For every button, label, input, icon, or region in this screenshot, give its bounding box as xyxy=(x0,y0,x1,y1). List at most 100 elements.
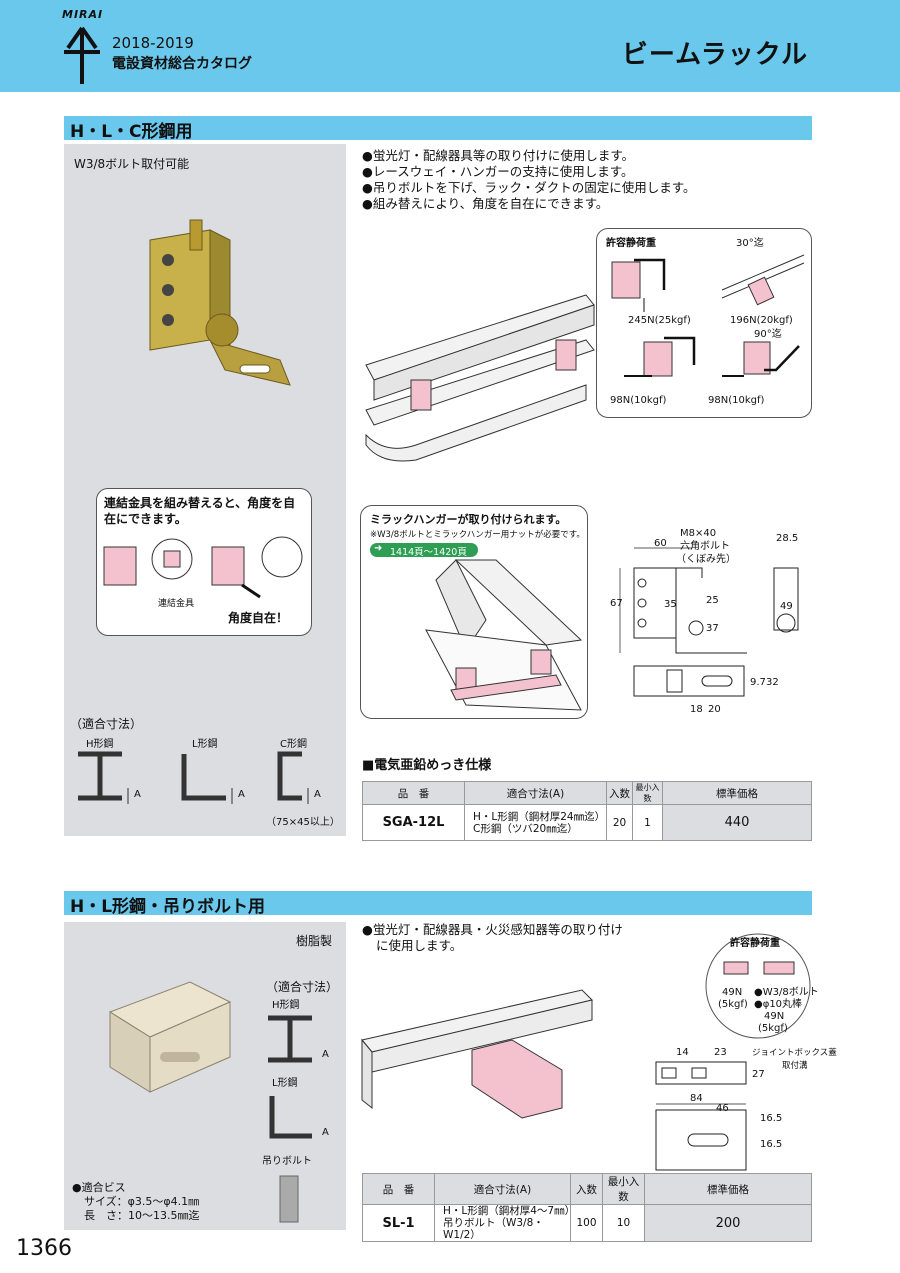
feature-item: 吊りボルトを下げ、ラック・ダクトの固定に使用します。 xyxy=(362,180,696,196)
dim2-16-5-b: 16.5 xyxy=(760,1139,783,1150)
fit-size-line: 吊りボルト（W3/8・W1/2） xyxy=(443,1217,544,1241)
fit-c-note: （75×45以上） xyxy=(266,817,340,828)
combine-text-2: 在にできます。 xyxy=(104,512,187,526)
col-header: 品 番 xyxy=(362,1173,435,1205)
dim-60: 60 xyxy=(654,538,667,549)
min-qty-cell: 1 xyxy=(632,804,663,841)
load-value-1: 245N(25kgf) xyxy=(628,315,691,326)
fit-size-cell: H・L形鋼（鋼材厚4～7㎜） 吊りボルト（W3/8・W1/2） xyxy=(434,1204,576,1242)
fit-a-label: A xyxy=(314,789,321,800)
load2-left-1: 49N xyxy=(722,987,743,998)
fit-h-label: H形鋼 xyxy=(86,739,114,750)
combine-diagram xyxy=(103,536,303,599)
section1-title: H・L・C形鋼用 xyxy=(70,122,193,142)
catalog-year: 2018-2019 xyxy=(112,34,194,52)
hanger-note: ※W3/8ボルトとミラックハンガー用ナットが必要です。 xyxy=(370,530,585,540)
feature-text: 蛍光灯・配線器具・火災感知器等の取り付け xyxy=(372,922,623,937)
dim-67: 67 xyxy=(610,598,623,609)
dim2-16-5-a: 16.5 xyxy=(760,1113,783,1124)
fit-size-line: H・L形鋼（鋼材厚4～7㎜） xyxy=(443,1205,576,1217)
screw-size: サイズ：φ3.5～φ4.1㎜ xyxy=(84,1195,200,1208)
arrow-right-icon: ➜ xyxy=(374,543,383,554)
load2-right-2: (5kgf) xyxy=(758,1023,788,1034)
fit-size-line: C形鋼（ツバ20㎜迄） xyxy=(473,822,578,835)
combine-part-label: 連結金具 xyxy=(158,599,195,609)
product-code: SGA-12L xyxy=(362,804,465,841)
page-reference-badge[interactable]: ➜ 1414頁～1420頁 xyxy=(370,543,478,558)
dim2-27: 27 xyxy=(752,1069,765,1080)
beam-clamp-product-image xyxy=(149,219,291,386)
load2-rod: ●φ10丸棒 xyxy=(754,999,803,1010)
price-cell: 200 xyxy=(644,1204,812,1242)
page-header: MIRAI 2018-2019 電設資材総合カタログ ビームラックル xyxy=(0,0,900,92)
table-row: SL-1 H・L形鋼（鋼材厚4～7㎜） 吊りボルト（W3/8・W1/2） 100… xyxy=(362,1204,812,1242)
fit-size-cell: H・L形鋼（鋼材厚24㎜迄） C形鋼（ツバ20㎜迄） xyxy=(464,804,607,841)
dim-49: 49 xyxy=(780,601,793,612)
screw-title: ●適合ビス xyxy=(72,1181,126,1194)
fit2-shapes xyxy=(268,1015,312,1223)
product-code: SL-1 xyxy=(362,1204,435,1242)
load2-left-2: (5kgf) xyxy=(718,999,748,1010)
dim-25: 25 xyxy=(706,595,719,606)
feature-item: 蛍光灯・配線器具等の取り付けに使用します。 xyxy=(362,148,696,164)
dim-37: 37 xyxy=(706,623,719,634)
dim2-14: 14 xyxy=(676,1047,689,1058)
price-cell: 440 xyxy=(662,804,812,841)
section1-bar: H・L・C形鋼用 xyxy=(64,116,812,142)
table-header-row: 品 番 適合寸法(A) 入数 最小入数 標準価格 xyxy=(362,781,812,805)
section2-feature-1: ●蛍光灯・配線器具・火災感知器等の取り付け xyxy=(362,922,623,937)
col-header: 品 番 xyxy=(362,781,465,805)
col-header: 最小入数 xyxy=(632,781,663,805)
brand-name: MIRAI xyxy=(62,8,104,21)
dim-20: 20 xyxy=(708,704,721,715)
min-qty-cell: 10 xyxy=(602,1204,645,1242)
fit-a-label: A xyxy=(134,789,141,800)
table-header-row: 品 番 適合寸法(A) 入数 最小入数 標準価格 xyxy=(362,1173,812,1205)
feature-item: レースウェイ・ハンガーの支持に使用します。 xyxy=(362,164,696,180)
qty-cell: 20 xyxy=(606,804,633,841)
fit2-a-label: A xyxy=(322,1049,329,1060)
dim-bolt-2: 六角ボルト xyxy=(680,541,730,552)
section1-features: 蛍光灯・配線器具等の取り付けに使用します。 レースウェイ・ハンガーの支持に使用し… xyxy=(362,148,696,212)
load-capacity-box xyxy=(596,228,812,418)
page-title: ビームラックル xyxy=(621,40,808,70)
angle-30-label: 30°迄 xyxy=(736,238,764,249)
load-circle xyxy=(705,933,811,1039)
fit-title: （適合寸法） xyxy=(70,717,143,731)
dim2-46: 46 xyxy=(716,1103,729,1114)
fit-l-label: L形鋼 xyxy=(192,739,218,750)
dim-bolt-3: （くぼみ先） xyxy=(676,554,736,565)
dim-18: 18 xyxy=(690,704,703,715)
fit2-h-label: H形鋼 xyxy=(272,1000,300,1011)
load-diagrams xyxy=(611,254,805,377)
col-header: 適合寸法(A) xyxy=(464,781,607,805)
dim-bolt-1: M8×40 xyxy=(680,528,717,539)
material-label: 樹脂製 xyxy=(296,934,333,948)
fit2-bolt-label: 吊りボルト xyxy=(262,1156,312,1167)
bolt-note: W3/8ボルト取付可能 xyxy=(74,157,190,171)
dim-28-5: 28.5 xyxy=(776,533,799,544)
feature-item: 組み替えにより、角度を自在にできます。 xyxy=(362,196,696,212)
mirai-logo-icon xyxy=(64,26,100,84)
fit-a-label: A xyxy=(238,789,245,800)
col-header: 適合寸法(A) xyxy=(434,1173,571,1205)
section2-product-panel xyxy=(64,922,346,1230)
col-header: 入数 xyxy=(570,1173,603,1205)
dim-9-7: 9.7 xyxy=(750,677,766,688)
col-header: 標準価格 xyxy=(662,781,812,805)
dim-35: 35 xyxy=(664,599,677,610)
dimension-drawing-2 xyxy=(655,1061,747,1171)
fit-shapes xyxy=(78,751,309,804)
dim-32: 32 xyxy=(766,677,779,688)
load2-bolt: ●W3/8ボルト xyxy=(754,987,819,998)
section2-bar: H・L形鋼・吊りボルト用 xyxy=(64,891,812,917)
fit2-l-label: L形鋼 xyxy=(272,1078,298,1089)
spec-table-2: 品 番 適合寸法(A) 入数 最小入数 標準価格 SL-1 H・L形鋼（鋼材厚4… xyxy=(362,1173,812,1242)
col-header: 標準価格 xyxy=(644,1173,812,1205)
col-header: 入数 xyxy=(606,781,633,805)
fit-c-label: C形鋼 xyxy=(280,739,307,750)
hanger-title: ミラックハンガーが取り付けられます。 xyxy=(370,513,567,526)
screw-length: 長 さ：10～13.5㎜迄 xyxy=(84,1209,200,1222)
spec-title: ■電気亜鉛めっき仕様 xyxy=(362,758,492,773)
table-row: SGA-12L H・L形鋼（鋼材厚24㎜迄） C形鋼（ツバ20㎜迄） 20 1 … xyxy=(362,804,812,841)
